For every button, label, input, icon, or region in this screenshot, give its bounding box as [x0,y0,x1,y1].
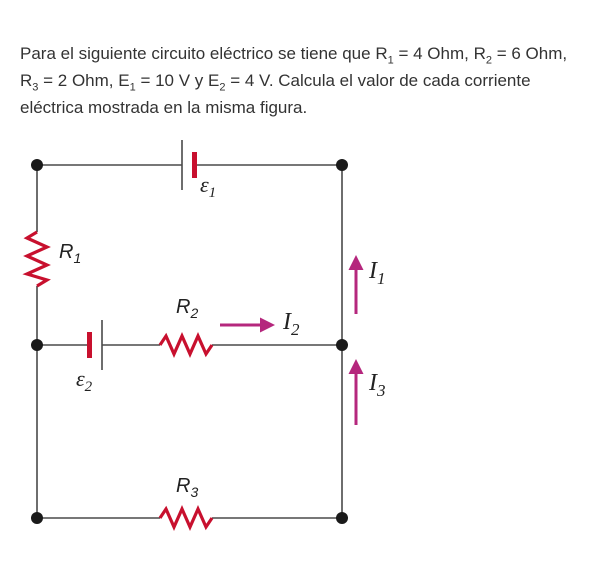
nodes [31,159,348,524]
label-r3-main: R [176,475,190,497]
label-r3-sub: 3 [190,484,198,500]
node-bottom-left [31,512,43,524]
battery-e1-short-plate [192,152,197,178]
label-r1-sub: 1 [73,250,81,266]
label-i3: I3 [368,370,386,400]
r1-subscript: 1 [387,54,394,67]
r2-value: = 6 Ohm, [491,44,568,63]
r3-value: = 2 Ohm, [38,71,119,90]
label-i1: I1 [368,258,386,288]
e2-symbol: E [208,71,220,90]
label-r2-main: R [176,296,190,318]
r1-symbol: R [375,44,388,63]
problem-statement: Para el siguiente circuito eléctrico se … [20,40,580,121]
node-top-left [31,159,43,171]
label-e2-sub: 2 [85,379,93,395]
r1-value: = 4 Ohm, [393,44,474,63]
r3-symbol: R [20,71,33,90]
battery-e2 [87,320,103,370]
label-e2-main: ε [76,366,85,391]
label-e1-main: ε [200,172,209,197]
resistor-r2 [158,332,214,358]
label-r3: R3 [176,475,198,500]
node-top-right [336,159,348,171]
label-i2-main: I [282,309,292,335]
battery-e1 [181,140,197,190]
label-i1-sub: 1 [377,269,386,288]
problem-intro: Para el siguiente circuito eléctrico se … [20,44,376,63]
resistor-r1 [22,230,51,288]
label-r1: R1 [59,241,81,266]
label-i2: I2 [282,309,300,339]
wires [36,164,343,519]
e2-value-and-question: = 4 V. Calcula el valor de cada corrient… [20,71,531,117]
e1-symbol: E [118,71,130,90]
label-r1-main: R [59,241,73,263]
label-e1: ε1 [200,172,216,201]
e2-subscript: 2 [219,81,226,94]
resistor-r3 [158,505,214,531]
node-bottom-right [336,512,348,524]
node-middle-right [336,339,348,351]
node-middle-left [31,339,43,351]
label-i2-sub: 2 [291,320,300,339]
label-i3-sub: 3 [376,381,386,400]
label-e1-sub: 1 [209,185,217,201]
label-r2-sub: 2 [189,305,198,321]
e1-value: = 10 V y [135,71,209,90]
r2-symbol: R [473,44,486,63]
e1-subscript: 1 [129,81,136,94]
r3-subscript: 3 [32,81,39,94]
battery-e2-short-plate [87,332,92,358]
label-r2: R2 [176,296,198,321]
label-i3-main: I [368,370,378,396]
r2-subscript: 2 [485,54,492,67]
label-i1-main: I [368,258,378,284]
label-e2: ε2 [76,366,93,395]
